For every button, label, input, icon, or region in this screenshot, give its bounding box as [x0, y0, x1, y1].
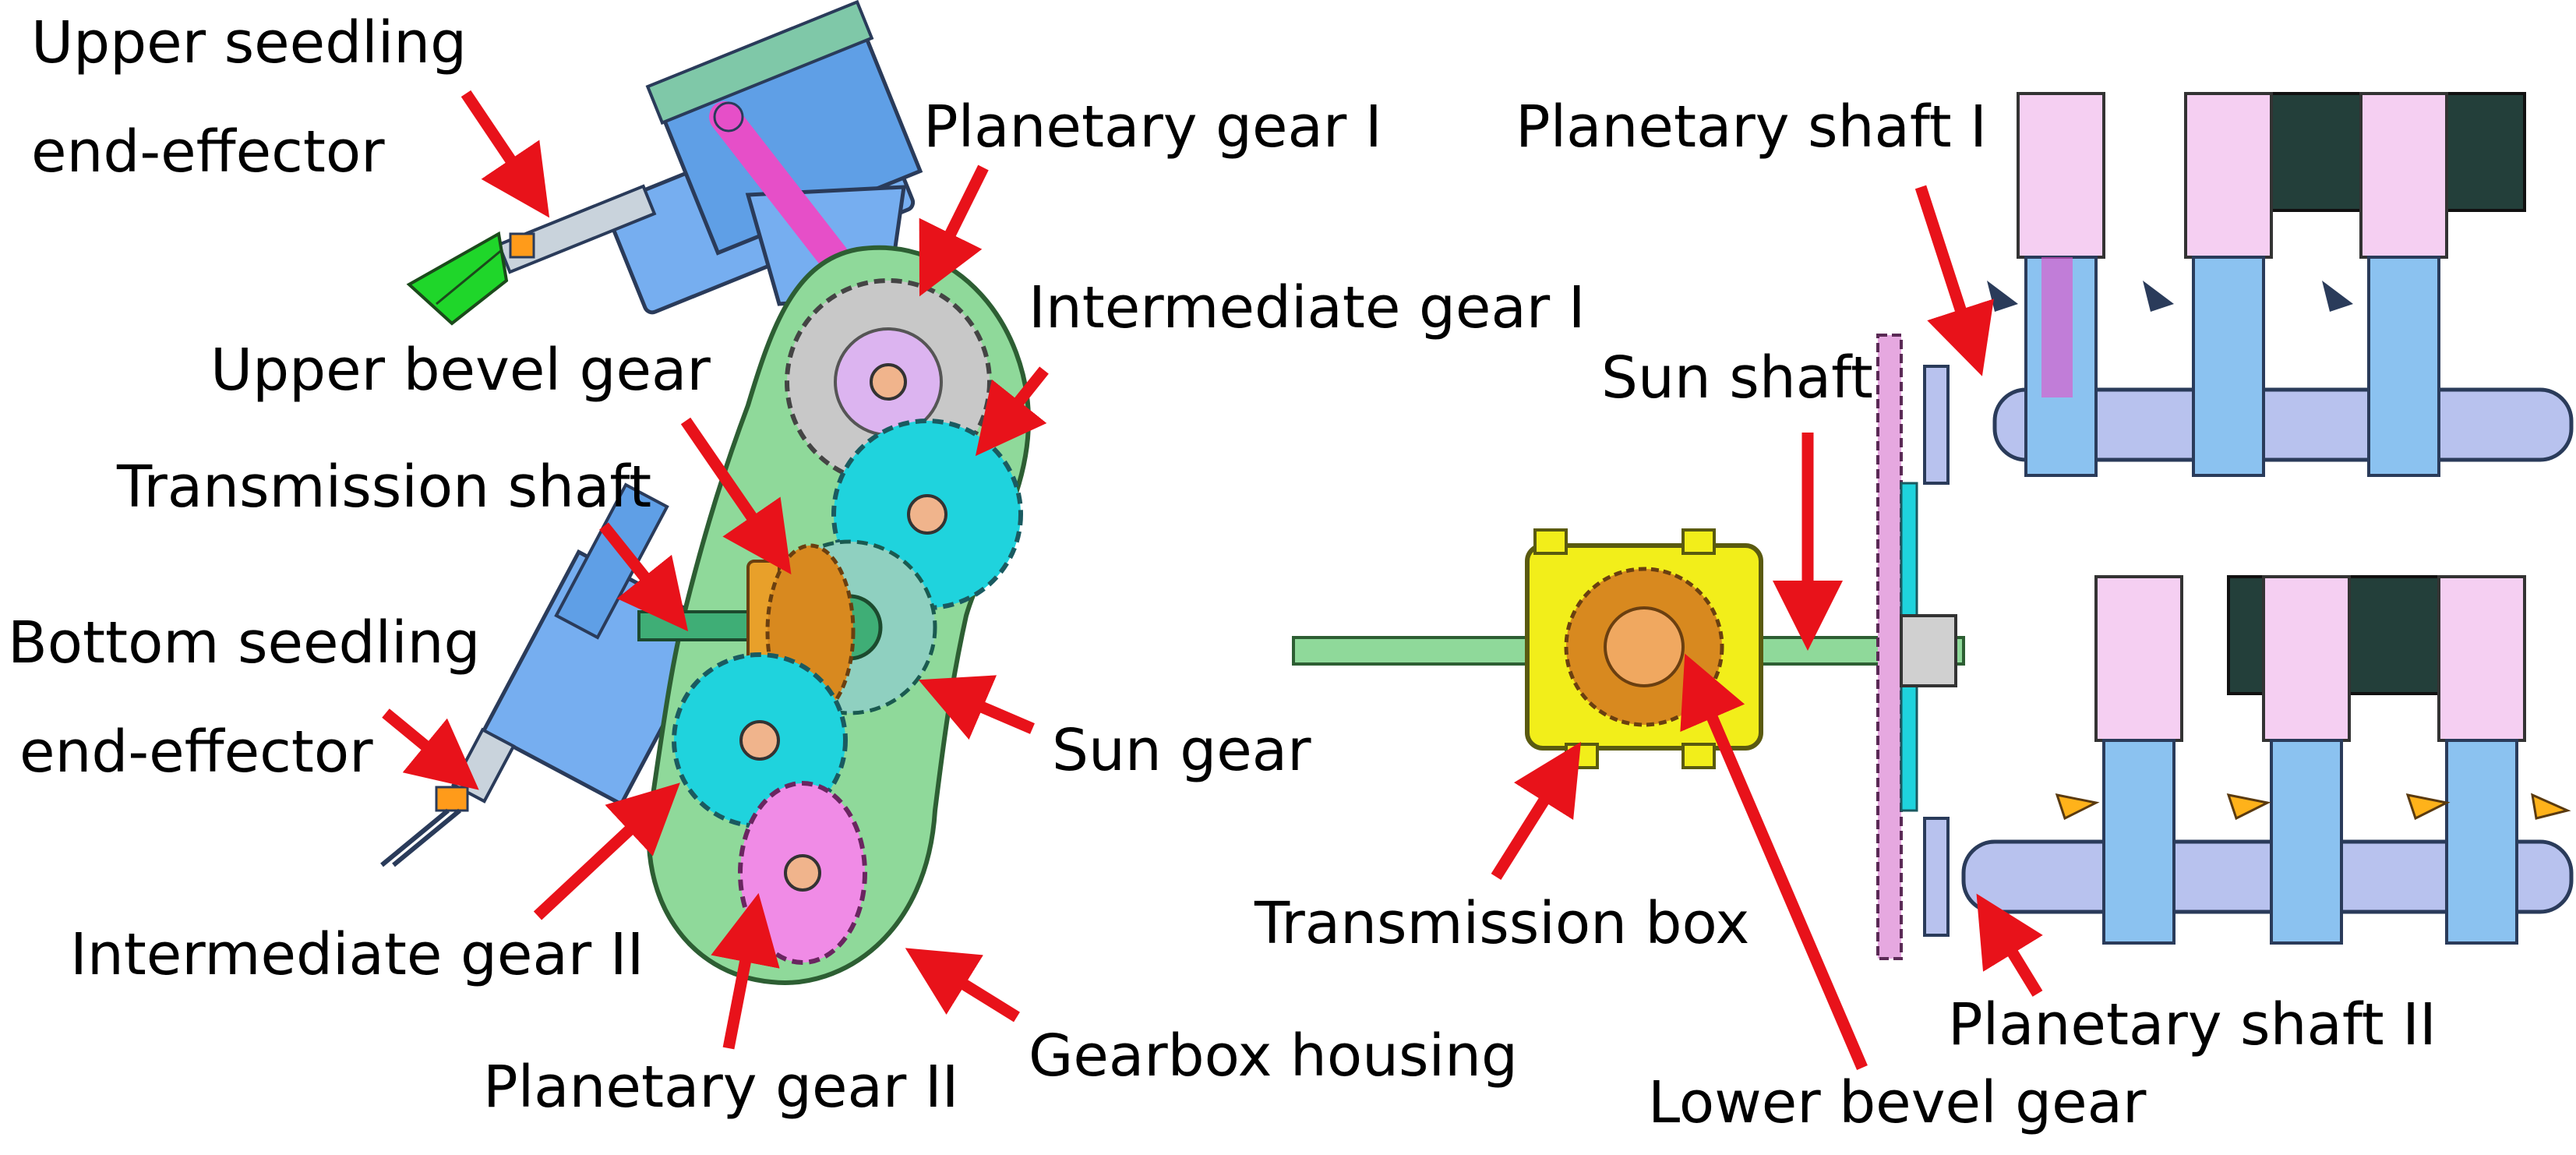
label-transmission-shaft: Transmission shaft — [116, 454, 651, 521]
label-intermediate-gear-2: Intermediate gear II — [70, 921, 644, 988]
label-gearbox-housing: Gearbox housing — [1029, 1023, 1518, 1090]
label-sun-gear: Sun gear — [1052, 717, 1311, 784]
arrow-sun-gear — [918, 675, 1035, 740]
arrow-intermediate-gear-1 — [975, 366, 1049, 457]
arrow-lower-bevel-gear — [1680, 653, 1868, 1070]
label-bottom-seedling-line2: end-effector — [19, 719, 373, 786]
label-upper-bevel-gear: Upper bevel gear — [210, 337, 711, 404]
label-upper-seedling-line1: Upper seedling — [31, 9, 467, 76]
label-planetary-shaft-1: Planetary shaft I — [1516, 94, 1987, 161]
transmission-box-shape — [1525, 528, 1763, 769]
arrow-transmission-shaft — [599, 522, 689, 632]
upper-planetary-unit — [1923, 92, 2574, 485]
label-upper-seedling-line2: end-effector — [31, 118, 385, 185]
arrow-upper-bevel-gear — [680, 417, 792, 575]
shaft-coupling — [1900, 614, 1957, 687]
arrow-upper-seedling — [461, 90, 550, 218]
upper-seedling-end-effector — [406, 0, 923, 326]
callout-arrows — [382, 90, 2043, 1070]
arrow-planetary-gear-1 — [919, 164, 989, 297]
label-bottom-seedling-line1: Bottom seedling — [8, 609, 481, 676]
arrow-planetary-shaft-1 — [1914, 185, 1994, 376]
arrow-transmission-box — [1491, 741, 1581, 880]
label-lower-bevel-gear: Lower bevel gear — [1648, 1069, 2147, 1136]
arrow-gearbox-housing — [905, 948, 1020, 1023]
label-planetary-shaft-2: Planetary shaft II — [1948, 991, 2437, 1058]
label-planetary-gear-2: Planetary gear II — [483, 1054, 959, 1121]
arrow-planetary-gear-2 — [711, 892, 780, 1050]
label-planetary-gear-1: Planetary gear I — [923, 94, 1382, 161]
right-assembly — [1292, 92, 2574, 960]
planetary-gear-2 — [738, 781, 867, 965]
label-intermediate-gear-1: Intermediate gear I — [1029, 274, 1586, 341]
upper-effector-tip — [406, 231, 509, 326]
arrow-intermediate-gear-2 — [533, 782, 680, 920]
arrow-planetary-shaft-2 — [1976, 893, 2043, 997]
arrow-bottom-seedling — [382, 708, 479, 790]
lower-planetary-unit — [1923, 575, 2574, 945]
chain-drive — [1876, 334, 1903, 960]
labels: Upper seedling end-effector Planetary ge… — [8, 9, 2437, 1136]
label-transmission-box: Transmission box — [1254, 890, 1749, 957]
label-sun-shaft: Sun shaft — [1601, 344, 1873, 411]
